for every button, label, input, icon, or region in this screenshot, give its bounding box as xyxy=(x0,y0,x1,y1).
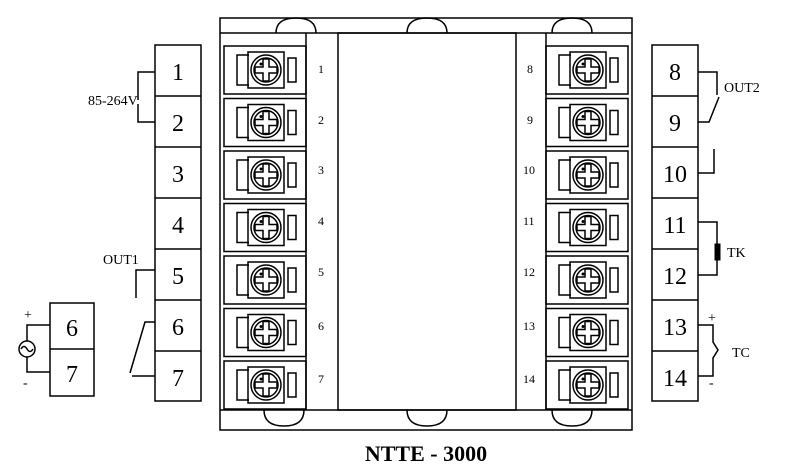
screw-icon xyxy=(572,211,604,244)
screw-icon xyxy=(572,264,604,296)
terminal-number: 4 xyxy=(172,213,184,239)
center-panel xyxy=(337,32,517,411)
right-small-numbers: 8 9 10 11 12 13 14 xyxy=(523,62,535,386)
out2-wiring: OUT2 xyxy=(698,71,760,174)
terminal-number: 13 xyxy=(663,315,687,341)
power-label: 85-264V xyxy=(88,94,138,109)
terminal-number: 6 xyxy=(172,315,184,341)
tk-sensor-icon xyxy=(714,243,721,261)
terminal-number: 7 xyxy=(172,366,184,392)
power-wiring: 85-264V xyxy=(88,71,155,123)
terminal-number: 7 xyxy=(66,362,78,388)
minus-sign: - xyxy=(23,376,28,391)
small-terminal-number: 7 xyxy=(318,372,324,386)
screw-icon xyxy=(572,159,604,191)
terminal-number: 2 xyxy=(172,111,184,137)
terminal-number: 9 xyxy=(669,111,681,137)
screw-icon xyxy=(572,106,604,139)
source-block: 6 7 + - xyxy=(18,302,95,397)
screw-terminal xyxy=(545,150,629,200)
mounting-tab xyxy=(551,409,593,427)
small-terminal-number: 1 xyxy=(318,62,324,76)
screw-terminal xyxy=(223,97,307,148)
screw-icon xyxy=(250,211,282,244)
screw-icon xyxy=(572,316,604,349)
screw-terminal xyxy=(545,255,629,305)
screw-terminal xyxy=(223,360,307,410)
screw-terminal xyxy=(223,307,307,358)
small-terminal-number: 5 xyxy=(318,265,324,279)
out1-label: OUT1 xyxy=(103,253,139,268)
small-terminal-number: 2 xyxy=(318,113,324,127)
screw-terminal xyxy=(223,45,307,95)
screw-terminal xyxy=(545,45,629,95)
screw-icon xyxy=(250,369,282,401)
tc-label: TC xyxy=(732,346,750,361)
terminal-number: 12 xyxy=(663,264,687,290)
terminal-number: 8 xyxy=(669,60,681,86)
left-small-numbers: 1 2 3 4 5 6 7 xyxy=(318,62,324,386)
terminal-number: 6 xyxy=(66,316,78,342)
terminal-number: 5 xyxy=(172,264,184,290)
terminal-number: 10 xyxy=(663,162,687,188)
screw-icon xyxy=(250,159,282,191)
tk-label: TK xyxy=(727,246,746,261)
terminal-number: 1 xyxy=(172,60,184,86)
tc-wiring: + - TC xyxy=(698,311,750,391)
small-terminal-number: 8 xyxy=(527,62,533,76)
small-terminal-number: 6 xyxy=(318,319,324,333)
terminal-number: 11 xyxy=(663,213,686,239)
mounting-tab xyxy=(275,17,317,34)
out2-label: OUT2 xyxy=(724,81,760,96)
mounting-tab xyxy=(406,17,448,34)
screw-terminal xyxy=(223,202,307,253)
screw-icon xyxy=(250,106,282,139)
mounting-tab xyxy=(406,409,448,427)
screw-terminal xyxy=(223,255,307,305)
small-terminal-number: 3 xyxy=(318,163,324,177)
screw-terminal xyxy=(545,360,629,410)
screw-icon xyxy=(250,316,282,349)
terminal-number: 3 xyxy=(172,162,184,188)
small-terminal-number: 13 xyxy=(523,319,535,333)
minus-sign: - xyxy=(709,376,714,391)
mounting-tab xyxy=(551,17,593,34)
plus-sign: + xyxy=(24,308,32,323)
right-screw-terminals xyxy=(545,45,629,410)
right-terminal-block: 8 9 10 11 12 13 14 xyxy=(651,44,699,402)
small-terminal-number: 12 xyxy=(523,265,535,279)
screw-icon xyxy=(572,369,604,401)
screw-terminal xyxy=(545,202,629,253)
left-screw-terminals xyxy=(223,45,307,410)
plus-sign: + xyxy=(708,311,716,326)
terminal-number: 14 xyxy=(663,366,687,392)
screw-icon xyxy=(572,54,604,86)
screw-icon xyxy=(250,54,282,86)
small-terminal-number: 14 xyxy=(523,372,535,386)
out1-wiring: OUT1 xyxy=(103,253,155,377)
tk-wiring: TK xyxy=(698,221,746,276)
small-terminal-number: 11 xyxy=(523,214,535,228)
screw-terminal xyxy=(545,307,629,358)
small-terminal-number: 10 xyxy=(523,163,535,177)
small-terminal-number: 4 xyxy=(318,214,324,228)
left-terminal-block: 1 2 3 4 5 6 7 xyxy=(154,44,202,402)
model-title: NTTE - 3000 xyxy=(365,441,487,466)
mounting-tab xyxy=(263,409,305,427)
screw-icon xyxy=(250,264,282,296)
small-terminal-number: 9 xyxy=(527,113,533,127)
screw-terminal xyxy=(223,150,307,200)
screw-terminal xyxy=(545,97,629,148)
